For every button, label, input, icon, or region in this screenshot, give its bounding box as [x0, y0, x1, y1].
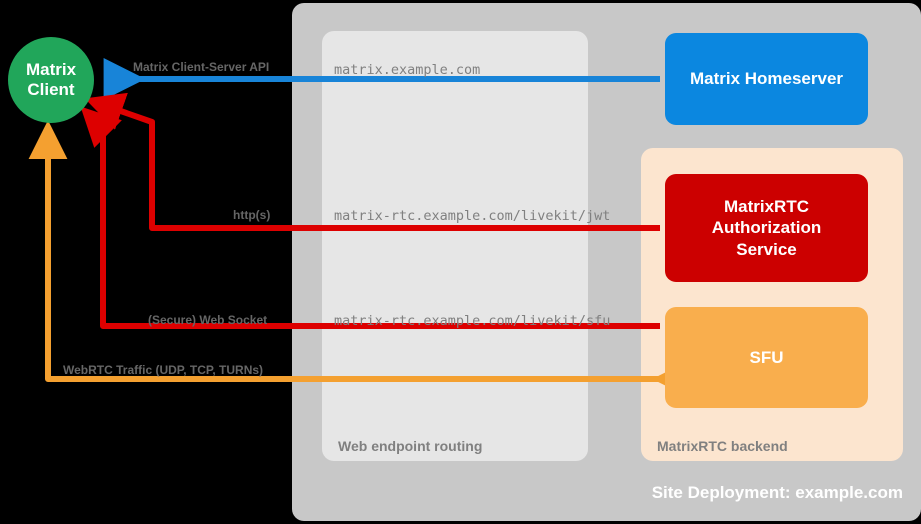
matrix-homeserver-label: Matrix Homeserver	[689, 69, 844, 88]
matrix-client-label-line2: Client	[27, 80, 75, 99]
endpoint-matrix-domain: matrix.example.com	[334, 62, 481, 78]
edge-label-webrtc-traffic: WebRTC Traffic (UDP, TCP, TURNs)	[63, 363, 264, 377]
auth-service-label-line2: Authorization	[711, 218, 822, 238]
node-sfu[interactable]: SFU	[665, 307, 868, 408]
endpoint-livekit-sfu: matrix-rtc.example.com/livekit/sfu	[334, 313, 611, 329]
edge-label-websocket: (Secure) Web Socket	[148, 313, 268, 327]
edge-webrtc-traffic	[28, 120, 692, 399]
node-matrix-homeserver[interactable]: Matrix Homeserver	[665, 33, 868, 125]
matrix-client-label-line1: Matrix	[25, 59, 77, 79]
edge-label-matrix-client-server-api: Matrix Client-Server API	[133, 60, 270, 74]
endpoint-livekit-jwt: matrix-rtc.example.com/livekit/jwt	[334, 208, 611, 224]
caption-matrixrtc-backend: MatrixRTC backend	[657, 438, 788, 454]
auth-service-label-line3: Service	[736, 239, 797, 259]
sfu-label: SFU	[749, 347, 784, 367]
node-matrixrtc-authorization-service[interactable]: MatrixRTC Authorization Service	[665, 174, 868, 282]
caption-site-deployment: Site Deployment: example.com	[651, 483, 903, 502]
caption-web-endpoint-routing: Web endpoint routing	[338, 438, 483, 454]
edge-label-https: http(s)	[233, 208, 271, 222]
auth-service-label-line1: MatrixRTC	[723, 197, 809, 217]
node-matrix-client[interactable]: Matrix Client	[8, 37, 94, 123]
